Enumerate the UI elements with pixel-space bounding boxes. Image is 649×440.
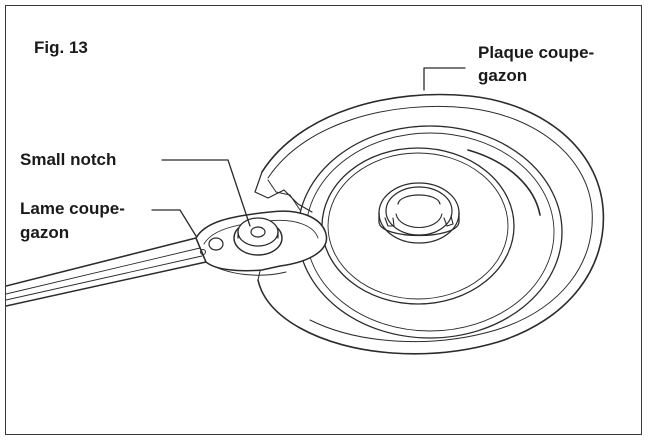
leader-lines — [151, 67, 466, 237]
label-cutting-blade-line1: Lame coupe- — [20, 199, 125, 218]
label-cutting-disc-line1: Plaque coupe- — [478, 43, 595, 62]
figure-title: Fig. 13 — [34, 38, 88, 57]
label-cutting-disc-line2: gazon — [478, 66, 528, 85]
label-small-notch: Small notch — [20, 150, 117, 169]
cutting-blade — [6, 210, 328, 307]
figure-frame — [5, 5, 642, 435]
label-cutting-blade-line2: gazon — [20, 223, 70, 242]
